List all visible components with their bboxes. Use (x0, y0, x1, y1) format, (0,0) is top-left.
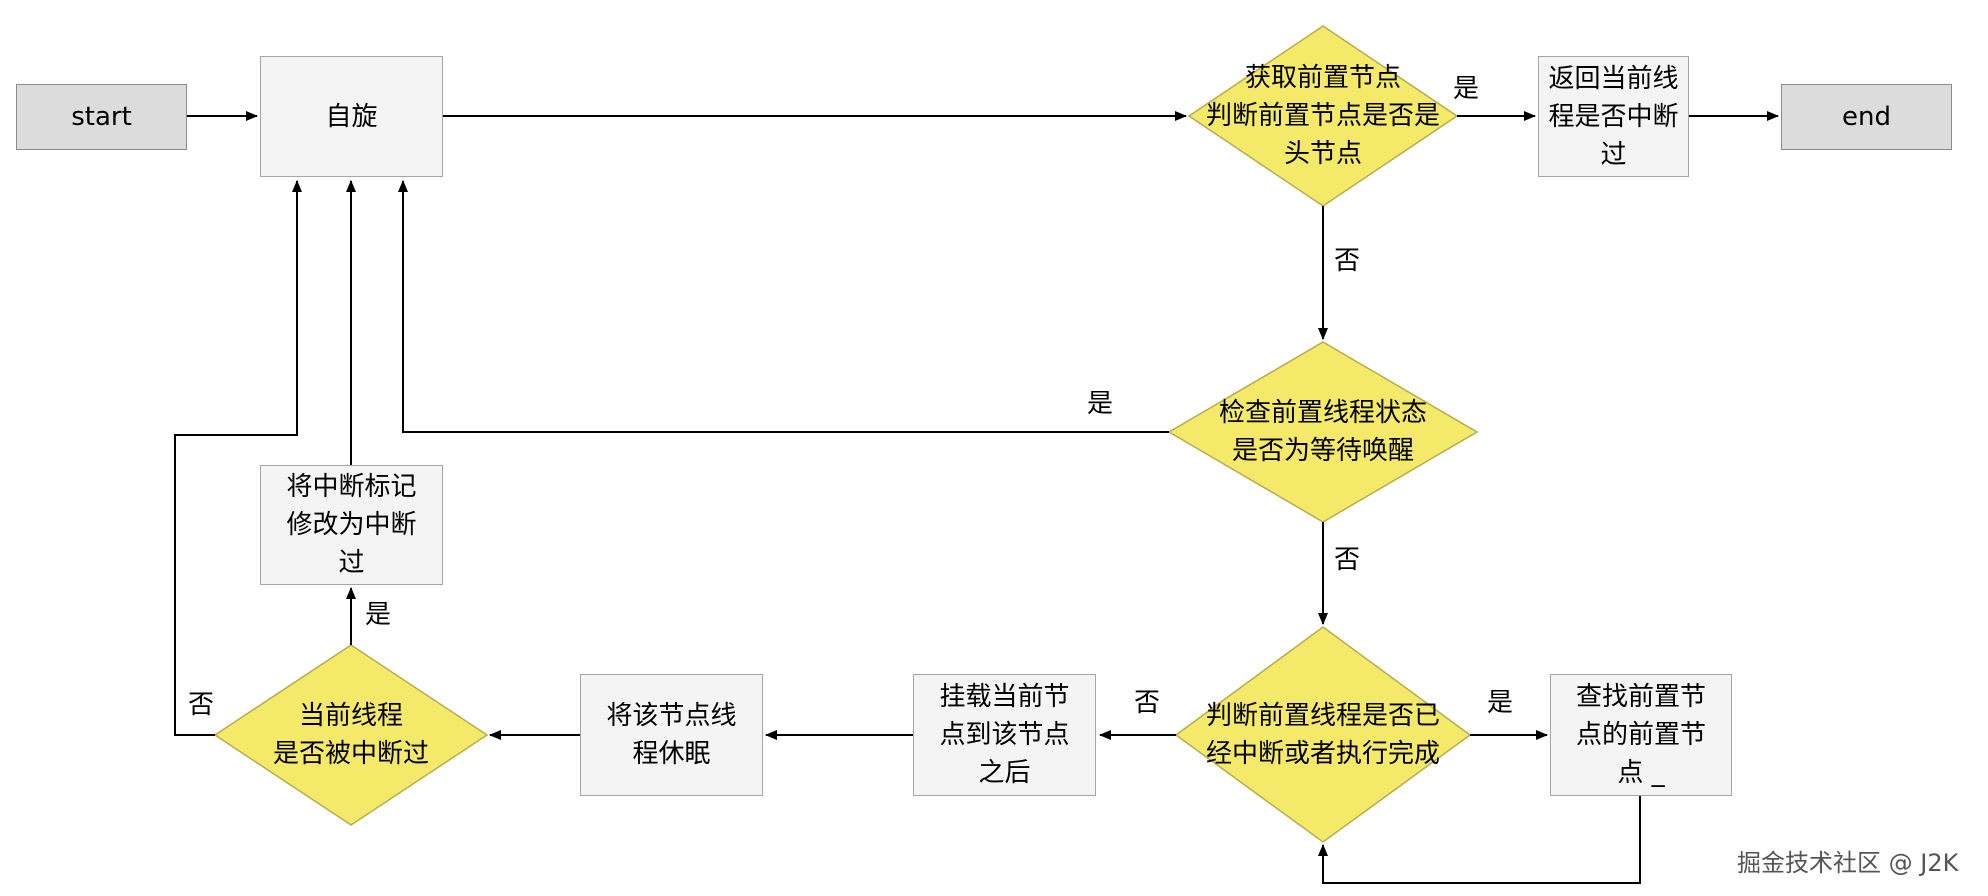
edge-find-loop (1318, 796, 1641, 884)
edge-label-head-yes: 是 (1453, 74, 1480, 104)
decision-check-done-shape (1174, 626, 1472, 843)
watermark: 掘金技术社区 @ J2K (1737, 849, 1959, 877)
attach-box: 挂载当前节 点到该节点 之后 (913, 674, 1096, 796)
decision-check-done: 判断前置线程是否已 经中断或者执行完成 (1176, 695, 1470, 775)
end-terminal: end (1781, 84, 1952, 150)
edge-label-done-yes: 是 (1487, 688, 1514, 718)
edge-interrupted-no (174, 180, 302, 736)
set-interrupt-label: 将中断标记 修改为中断 过 (286, 472, 417, 578)
check-state-label: 检查前置线程状态 是否为等待唤醒 (1218, 398, 1427, 466)
edge-state-yes (398, 180, 1169, 433)
check-done-label: 判断前置线程是否已 经中断或者执行完成 (1205, 701, 1440, 769)
return-interrupt-box: 返回当前线 程是否中断 过 (1538, 56, 1689, 177)
check-interrupted-label: 当前线程 是否被中断过 (272, 701, 429, 769)
check-head-label: 获取前置节点 判断前置节点是否是 头节点 (1205, 63, 1440, 169)
edge-label-interrupted-no: 否 (188, 690, 215, 720)
edge-label-done-no: 否 (1134, 688, 1161, 718)
find-prev-label: 查找前置节 点的前置节 点 _ (1575, 682, 1706, 788)
sleep-box: 将该节点线 程休眠 (580, 674, 763, 796)
return-interrupt-label: 返回当前线 程是否中断 过 (1548, 63, 1679, 170)
sleep-label: 将该节点线 程休眠 (606, 701, 737, 769)
edge-label-interrupted-yes: 是 (365, 600, 392, 630)
start-terminal: start (16, 84, 187, 150)
decision-check-interrupted: 当前线程 是否被中断过 (215, 695, 487, 775)
edge-label-state-yes: 是 (1087, 389, 1114, 419)
decision-check-interrupted-shape (213, 644, 489, 826)
attach-label: 挂载当前节 点到该节点 之后 (939, 682, 1070, 788)
edge-label-head-no: 否 (1334, 246, 1361, 276)
decision-check-state: 检查前置线程状态 是否为等待唤醒 (1169, 392, 1477, 472)
edge-label-state-no: 否 (1334, 545, 1361, 575)
start-label: start (71, 102, 132, 132)
decision-check-head: 获取前置节点 判断前置节点是否是 头节点 (1189, 56, 1457, 176)
spin-label: 自旋 (325, 101, 378, 132)
end-label: end (1842, 102, 1891, 132)
spin-box: 自旋 (260, 56, 443, 177)
set-interrupt-box: 将中断标记 修改为中断 过 (260, 465, 443, 585)
find-prev-box: 查找前置节 点的前置节 点 _ (1550, 674, 1732, 796)
